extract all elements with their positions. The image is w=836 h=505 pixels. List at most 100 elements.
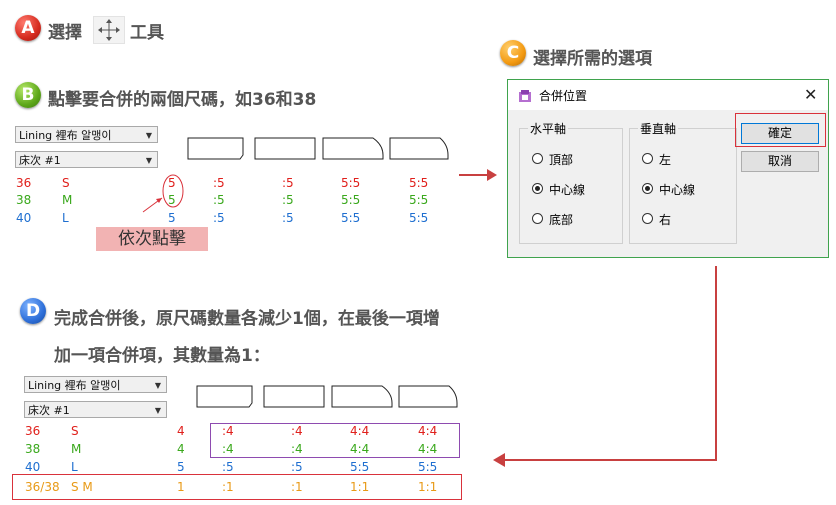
bottom-row-3-letter: L: [71, 460, 78, 474]
bottom-row-1-letter: S: [71, 424, 79, 438]
radio-h-centerline[interactable]: [532, 183, 543, 194]
step-b-text: 點擊要合併的兩個尺碼，如36和38: [48, 90, 317, 110]
top-row-1-letter: S: [62, 176, 70, 190]
step-a-badge: A: [15, 15, 41, 41]
fabric-select-top[interactable]: Lining 裡布 알맹이 ▼: [15, 126, 158, 143]
pattern-shapes-top: [187, 137, 449, 160]
bottom-row-3-qty[interactable]: 5: [177, 460, 185, 474]
radio-h-centerline-label[interactable]: 中心線: [549, 183, 586, 197]
bottom-row-2-size[interactable]: 38: [25, 442, 41, 456]
dialog-title: 合併位置: [539, 89, 588, 103]
top-row-2-size[interactable]: 38: [16, 193, 32, 207]
vertical-axis-group: [629, 128, 737, 244]
top-row-2-col-2: :5: [282, 193, 294, 207]
bottom-row-1-col-3: 4:4: [350, 424, 370, 438]
step-c-badge: C: [500, 40, 526, 66]
merged-row-col-3: 1:1: [350, 480, 370, 494]
bottom-row-1-qty[interactable]: 4: [177, 424, 185, 438]
top-row-3-size[interactable]: 40: [16, 211, 32, 225]
top-row-1-col-3: 5:5: [341, 176, 361, 190]
radio-v-centerline-label[interactable]: 中心線: [659, 183, 696, 197]
bottom-row-3-size[interactable]: 40: [25, 460, 41, 474]
cancel-button[interactable]: 取消: [741, 151, 819, 172]
click-highlight-ellipse: [162, 174, 184, 208]
pattern-piece-3: [322, 137, 384, 160]
bed-select-top-value: 床次 #1: [19, 154, 61, 167]
radio-bottom[interactable]: [532, 213, 543, 224]
app-icon: [518, 88, 532, 102]
bottom-row-3-col-3: 5:5: [350, 460, 370, 474]
bottom-row-3-col-1: :5: [222, 460, 234, 474]
pattern-piece-2: [263, 385, 325, 408]
bottom-row-2-qty[interactable]: 4: [177, 442, 185, 456]
annotation-label: 依次點擊: [96, 227, 208, 251]
radio-left-label[interactable]: 左: [659, 153, 672, 167]
pattern-piece-3: [331, 385, 393, 408]
top-row-1-col-2: :5: [282, 176, 294, 190]
horizontal-axis-group: [519, 128, 623, 244]
chevron-down-icon: ▼: [145, 131, 152, 140]
top-row-2-qty[interactable]: 5: [168, 193, 176, 207]
radio-v-centerline[interactable]: [642, 183, 653, 194]
top-row-3-col-1: :5: [213, 211, 225, 225]
merged-row-col-2: :1: [291, 480, 303, 494]
bottom-row-2-letter: M: [71, 442, 82, 456]
bed-select-top[interactable]: 床次 #1 ▼: [15, 151, 158, 168]
close-icon[interactable]: ✕: [804, 85, 818, 104]
top-row-3-qty[interactable]: 5: [168, 211, 176, 225]
bottom-row-1-col-1: :4: [222, 424, 234, 438]
bottom-row-2-col-1: :4: [222, 442, 234, 456]
top-row-2-col-4: 5:5: [409, 193, 429, 207]
bed-select-bottom[interactable]: 床次 #1 ▼: [24, 401, 167, 418]
merged-row-col-4: 1:1: [418, 480, 438, 494]
fabric-select-bottom-value: Lining 裡布 알맹이: [28, 379, 121, 392]
pattern-piece-4: [389, 137, 449, 160]
chevron-down-icon: ▼: [145, 156, 152, 165]
merged-row-col-1: :1: [222, 480, 234, 494]
bottom-row-2-col-3: 4:4: [350, 442, 370, 456]
top-row-3-col-3: 5:5: [341, 211, 361, 225]
top-row-1-qty[interactable]: 5: [168, 176, 176, 190]
pattern-shapes-bottom: [196, 385, 458, 408]
chevron-down-icon: ▼: [154, 381, 161, 390]
bottom-row-1-col-4: 4:4: [418, 424, 438, 438]
merged-row-qty[interactable]: 1: [177, 480, 185, 494]
top-row-2-col-3: 5:5: [341, 193, 361, 207]
fabric-select-top-value: Lining 裡布 알맹이: [19, 129, 112, 142]
radio-top[interactable]: [532, 153, 543, 164]
pattern-piece-1: [187, 137, 244, 160]
top-row-2-letter: M: [62, 193, 73, 207]
updated-values-highlight: [210, 423, 460, 458]
top-row-1-col-4: 5:5: [409, 176, 429, 190]
top-row-1-size[interactable]: 36: [16, 176, 32, 190]
top-row-2-col-1: :5: [213, 193, 225, 207]
move-cross-icon[interactable]: [93, 16, 125, 44]
step-a-text-before: 選擇: [48, 23, 82, 43]
radio-right[interactable]: [642, 213, 653, 224]
bottom-row-1-size[interactable]: 36: [25, 424, 41, 438]
radio-right-label[interactable]: 右: [659, 213, 672, 227]
step-c-text: 選擇所需的選項: [533, 49, 652, 69]
flow-arrow-c-to-d: [493, 266, 717, 467]
bottom-row-1-col-2: :4: [291, 424, 303, 438]
step-d-badge: D: [20, 298, 46, 324]
radio-top-label[interactable]: 頂部: [549, 153, 574, 167]
radio-bottom-label[interactable]: 底部: [549, 213, 574, 227]
ok-button[interactable]: 確定: [741, 123, 819, 144]
vertical-axis-label: 垂直軸: [638, 120, 679, 137]
horizontal-axis-label: 水平軸: [528, 120, 569, 137]
chevron-down-icon: ▼: [154, 406, 161, 415]
step-d-line-2: 加一項合併項，其數量為1：: [54, 346, 270, 366]
pattern-piece-4: [398, 385, 458, 408]
radio-left[interactable]: [642, 153, 653, 164]
step-a-text-after: 工具: [130, 23, 164, 43]
dialog-titlebar: 合併位置 ✕: [508, 80, 828, 110]
bottom-row-3-col-2: :5: [291, 460, 303, 474]
merge-position-dialog: 合併位置 ✕ 水平軸 頂部 中心線 底部 垂直軸 左 中心線 右 確定 取消: [507, 79, 829, 258]
bottom-row-2-col-4: 4:4: [418, 442, 438, 456]
fabric-select-bottom[interactable]: Lining 裡布 알맹이 ▼: [24, 376, 167, 393]
pattern-piece-2: [254, 137, 316, 160]
bottom-row-3-col-4: 5:5: [418, 460, 438, 474]
bed-select-bottom-value: 床次 #1: [28, 404, 70, 417]
merged-row-size[interactable]: 36/38: [25, 480, 60, 494]
